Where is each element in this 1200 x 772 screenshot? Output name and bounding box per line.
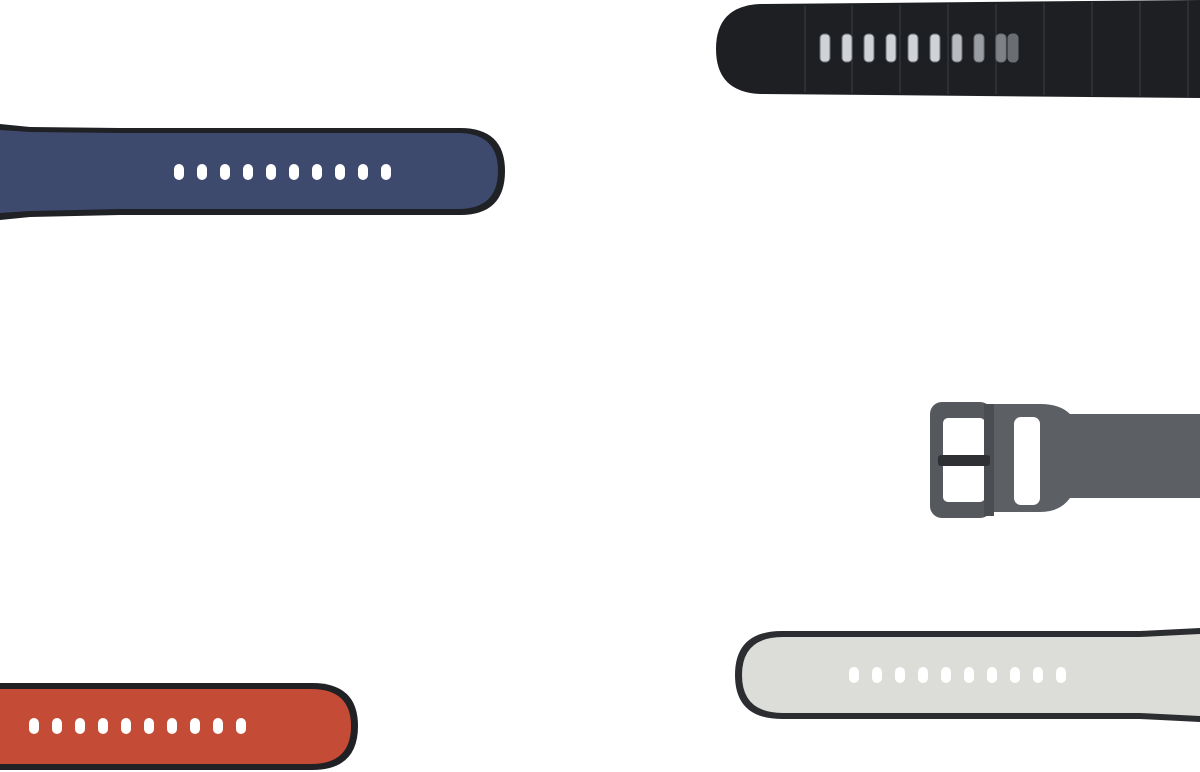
gray-band-keeper-slot <box>1014 417 1040 505</box>
light-gray-band <box>735 628 1200 722</box>
navy-band <box>0 124 505 220</box>
light-gray-band-holes <box>849 667 1066 683</box>
black-band-holes <box>819 33 1019 63</box>
navy-band-holes <box>174 164 391 180</box>
black-band <box>716 0 1200 98</box>
gray-buckle-band <box>930 402 1200 518</box>
gray-band-strap <box>990 404 1200 512</box>
orange-band-holes <box>29 718 246 734</box>
buckle-icon <box>930 402 994 518</box>
orange-band <box>0 683 358 770</box>
